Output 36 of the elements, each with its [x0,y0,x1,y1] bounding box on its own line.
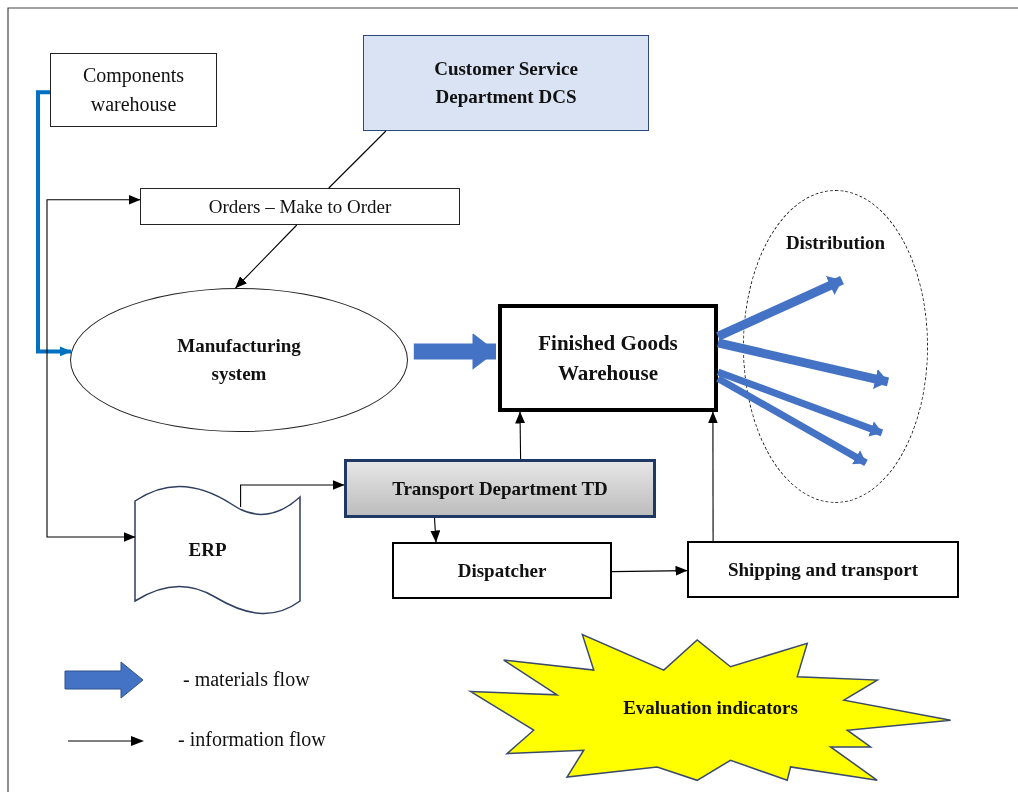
node-label: Customer Service Department DCS [433,57,579,109]
node-label: Orders – Make to Order [208,194,392,219]
node-label: Finished Goods Warehouse [537,329,679,387]
process-box [140,188,460,225]
node-label: Distribution [785,231,886,255]
connector-line [328,130,387,189]
node-label: Transport Department TD [392,476,608,501]
connector-arrow [240,480,345,508]
warehouse-box [498,304,718,412]
flow-arrow [716,368,884,437]
legend-label: - materials flow [183,668,310,691]
node-label: Components warehouse [81,63,186,117]
connector-arrow [707,411,718,542]
flow-arrow [716,276,844,341]
department-box [344,459,656,518]
connector-arrow [430,517,441,543]
flow-arrow [36,90,72,357]
connector-arrow [235,224,298,289]
document-shape [135,485,300,615]
process-box [687,541,959,598]
flow-arrow [413,333,497,370]
node-label: ERP [188,538,227,563]
connector-arrow [46,194,141,542]
node-label: Dispatcher [457,558,547,583]
storage-box [50,53,217,127]
department-box [363,35,649,131]
flow-arrow [716,375,868,466]
connector-arrow [611,565,688,576]
legend-label: - information flow [178,728,326,751]
starburst-shape [467,632,954,783]
flow-arrow [717,338,889,390]
node-label: Manufacturing system [176,334,302,386]
process-box [392,542,612,599]
connector-arrow [515,411,526,460]
node-label: Evaluation indicators [623,695,798,720]
node-label: Shipping and transport [727,557,919,582]
